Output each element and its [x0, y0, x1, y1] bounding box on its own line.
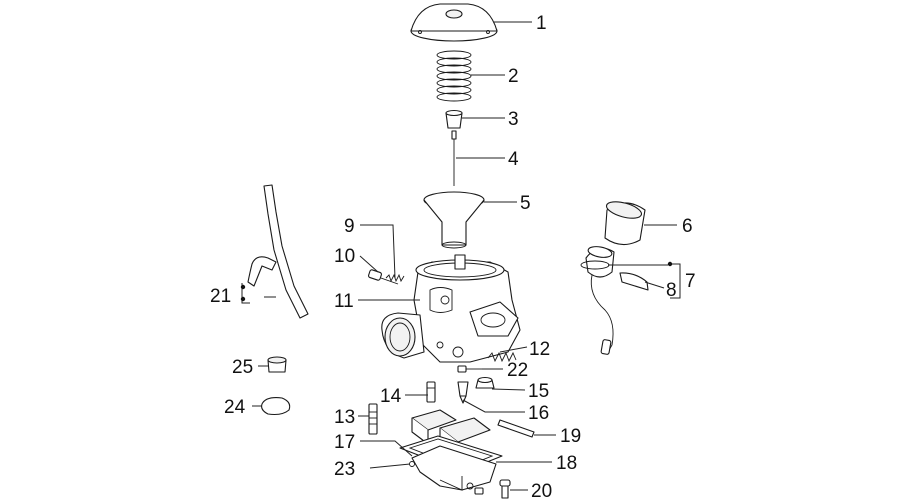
part-8-clip: [619, 272, 649, 291]
part-25-cap: [267, 356, 287, 373]
part-5-slide: [423, 191, 485, 249]
part-11-body: [381, 254, 521, 363]
callout-16: 16: [528, 403, 549, 424]
part-15-nut: [475, 376, 495, 389]
leader-lines: [241, 21, 681, 491]
callout-9: 9: [344, 216, 355, 237]
callout-12: 12: [529, 339, 550, 360]
callout-3: 3: [508, 109, 519, 130]
callout-7: 7: [685, 271, 696, 292]
callout-15: 15: [528, 381, 549, 402]
part-18-bowl: [411, 445, 497, 491]
part-14-jet: [426, 381, 436, 403]
callout-4: 4: [508, 149, 519, 170]
part-12-spring: [487, 351, 517, 363]
small-screw: [474, 487, 484, 495]
callout-6: 6: [682, 216, 693, 237]
callout-22: 22: [507, 360, 528, 381]
callout-20: 20: [531, 481, 552, 501]
part-19-pin: [497, 419, 535, 438]
part-6-cap: [604, 201, 646, 246]
callout-19: 19: [560, 426, 581, 447]
leader-dots: [240, 261, 673, 302]
callout-2: 2: [508, 66, 519, 87]
part-4-needle: [451, 130, 457, 186]
part-16-valve: [457, 381, 469, 404]
callout-8: 8: [666, 280, 677, 301]
part-7-choke: [580, 246, 615, 355]
callout-14: 14: [380, 386, 402, 407]
part-10-screw: [368, 269, 399, 285]
part-22-screw: [457, 365, 482, 373]
callout-18: 18: [556, 453, 577, 474]
callout-1: 1: [536, 13, 547, 34]
callout-10: 10: [334, 246, 355, 267]
callout-11: 11: [334, 291, 354, 312]
callout-17: 17: [334, 432, 355, 453]
part-20-bolt: [499, 479, 511, 499]
callout-21: 21: [210, 286, 231, 307]
callout-25: 25: [232, 357, 253, 378]
part-21-hoses: [247, 184, 309, 319]
part-2-spring: [436, 50, 472, 102]
part-24-seal: [261, 397, 291, 416]
part-3-retainer: [445, 109, 463, 129]
callout-5: 5: [520, 193, 531, 214]
callout-13: 13: [334, 407, 355, 428]
callout-24: 24: [224, 397, 246, 418]
callout-labels: 1 2 3 4 5 6 7 8 9 10 11 12 22 15 16 14 1…: [210, 13, 696, 501]
part-13-needle-jet: [368, 403, 378, 435]
part-1-cover: [410, 3, 498, 42]
callout-23: 23: [334, 459, 355, 480]
